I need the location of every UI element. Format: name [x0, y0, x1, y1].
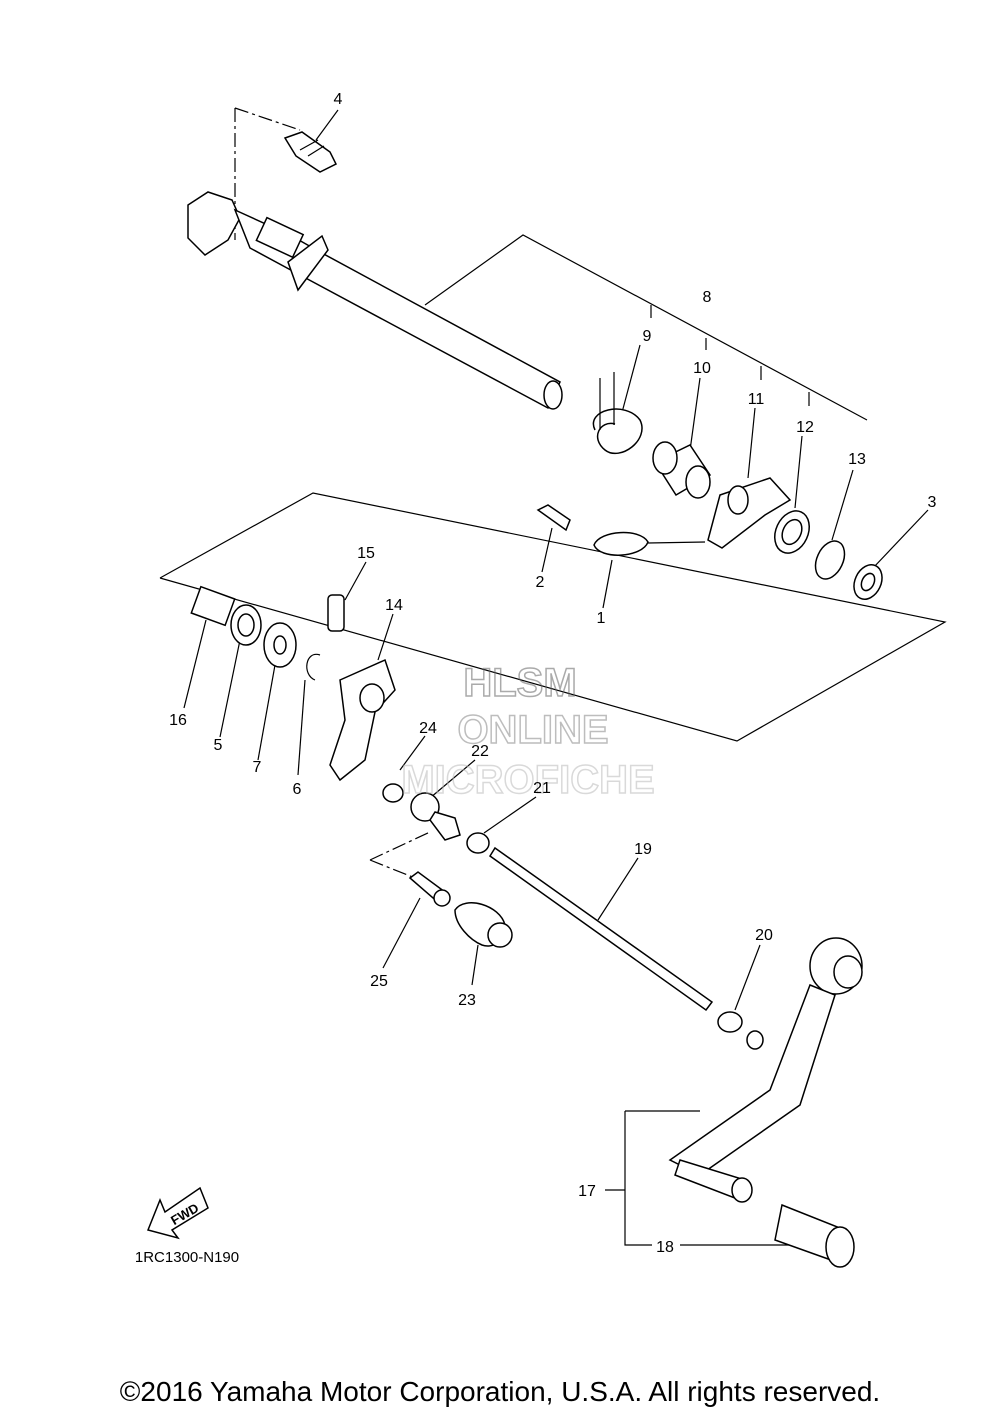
label-14: 14 [385, 597, 403, 614]
label-12: 12 [796, 419, 814, 436]
label-6: 6 [293, 781, 302, 798]
watermark: HLSM ONLINE MICROFICHE [401, 660, 656, 803]
label-11: 11 [748, 391, 765, 408]
part-20-nut [717, 1011, 743, 1033]
label-17: 17 [578, 1183, 596, 1200]
label-13: 13 [848, 451, 866, 468]
part-9-return-spring [592, 372, 643, 455]
label-16: 16 [169, 712, 187, 729]
part-12-washer [774, 510, 810, 554]
label-20: 20 [755, 927, 773, 944]
label-23: 23 [458, 992, 476, 1009]
label-1: 1 [597, 610, 606, 627]
label-24: 24 [419, 720, 437, 737]
label-22: 22 [471, 743, 489, 760]
watermark-line1: HLSM [463, 661, 576, 705]
part-23-boot [454, 902, 513, 948]
part-16-bearing [190, 585, 236, 627]
label-19: 19 [634, 841, 652, 858]
part-6-circlip [306, 653, 321, 681]
part-15-bolt [327, 594, 345, 632]
part-5-oil-seal [230, 604, 262, 646]
label-4: 4 [334, 91, 343, 108]
label-9: 9 [643, 328, 652, 345]
part-4-stopper-bolt [283, 131, 338, 173]
label-7: 7 [253, 759, 262, 776]
label-8: 8 [703, 289, 712, 306]
part-number-labels: 4 8 9 10 11 12 13 3 2 1 15 14 16 5 7 6 2… [135, 91, 937, 1266]
label-21: 21 [533, 780, 551, 797]
part-10-collar [652, 441, 712, 499]
fwd-arrow-icon: FWD [146, 1186, 209, 1240]
watermark-line2: ONLINE [457, 708, 608, 752]
part-2-bolt [536, 504, 571, 532]
shift-shaft [187, 191, 563, 410]
label-3: 3 [928, 494, 937, 511]
part-14-shift-arm [329, 658, 396, 782]
part-21-nut [466, 832, 490, 854]
part-25-bolt [408, 871, 451, 907]
label-2: 2 [536, 574, 545, 591]
part-3-washer [853, 564, 883, 600]
label-18: 18 [656, 1239, 674, 1256]
leader-lines [183, 109, 929, 1011]
part-13-circlip [814, 540, 846, 580]
part-22-joint [410, 792, 461, 841]
copyright-notice: ©2016 Yamaha Motor Corporation, U.S.A. A… [119, 1376, 881, 1407]
part-7-washer [263, 622, 297, 668]
part-18-pedal-rubber [774, 1203, 855, 1268]
part-19-shift-rod [488, 846, 714, 1012]
label-25: 25 [370, 973, 388, 990]
label-15: 15 [357, 545, 375, 562]
part-1-tension-spring [593, 531, 706, 556]
part-17-shift-pedal [668, 937, 863, 1203]
part-24-nut [382, 783, 404, 803]
part-11-shift-lever [707, 477, 792, 549]
diagram-code: 1RC1300-N190 [135, 1249, 239, 1266]
watermark-line3: MICROFICHE [401, 758, 654, 802]
label-10: 10 [693, 360, 711, 377]
label-5: 5 [214, 737, 223, 754]
